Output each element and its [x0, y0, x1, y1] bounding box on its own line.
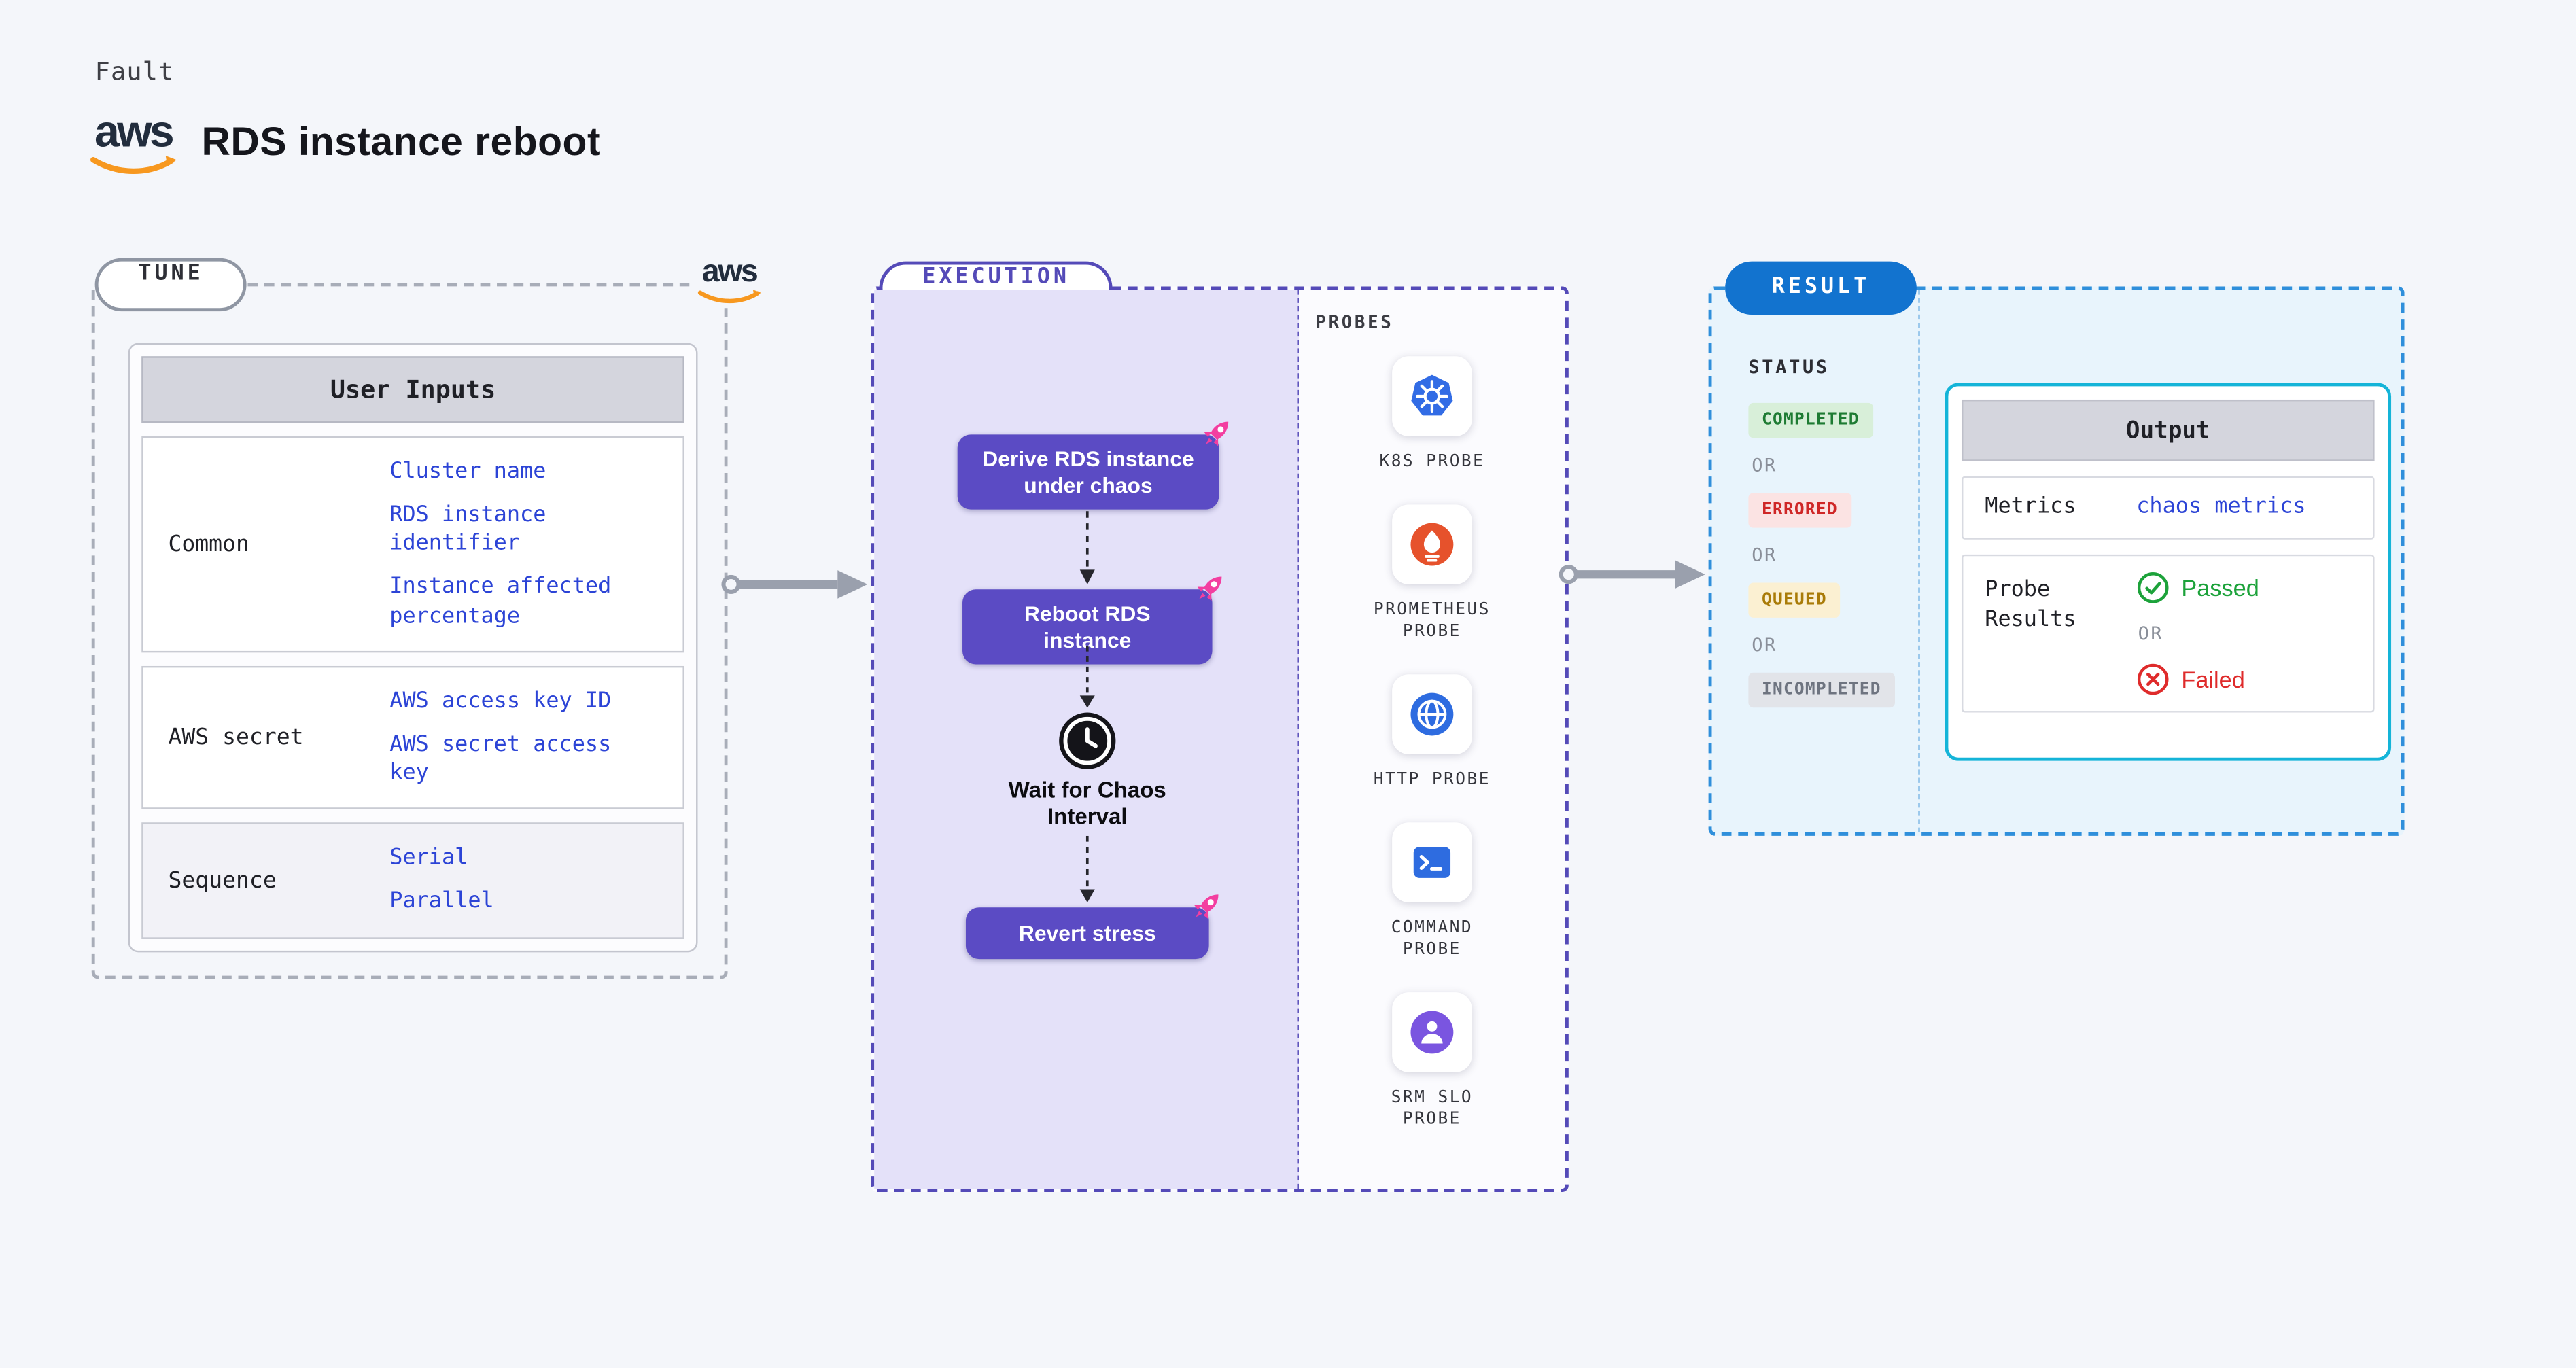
step-label: Derive RDS instance under chaos [982, 446, 1194, 497]
probe-prometheus: PROMETHEUS PROBE [1362, 504, 1502, 642]
tune-pill: TUNE [94, 258, 247, 312]
step-reboot-rds-instance[interactable]: Reboot RDS instance [962, 576, 1222, 665]
probe-card [1392, 992, 1472, 1072]
execution-flow: Derive RDS instance under chaos Reboot [874, 290, 1299, 1189]
result-divider [1918, 290, 1920, 832]
probe-name: SRM SLO PROBE [1391, 1089, 1474, 1129]
page-title: RDS instance reboot [201, 119, 602, 164]
rocket-icon [1194, 894, 1219, 919]
arrow-tune-to-execution [721, 570, 868, 599]
or-separator: OR [2138, 622, 2164, 645]
link-serial[interactable]: Serial [389, 846, 468, 871]
kubernetes-icon [1411, 374, 1453, 416]
fault-kicker: Fault [94, 56, 175, 87]
probe-name: HTTP PROBE [1373, 771, 1491, 790]
step-revert-stress[interactable]: Revert stress [965, 894, 1219, 960]
step-label: Revert stress [1018, 920, 1156, 945]
link-instance-affected-percentage[interactable]: Instance affected percentage [389, 575, 612, 629]
flow-arrow-down [1079, 835, 1095, 903]
output-row-metrics: Metrics chaos metrics [1961, 476, 2375, 540]
check-circle-icon [2137, 572, 2169, 603]
link-cluster-name[interactable]: Cluster name [389, 459, 546, 485]
row-label: AWS secret [168, 724, 304, 751]
tune-panel: TUNE aws User Inputs Common Cluster name… [91, 253, 769, 979]
terminal-icon [1413, 847, 1451, 878]
row-values: AWS access key ID AWS secret access key [389, 667, 656, 808]
aws-logo-text: aws [94, 106, 175, 157]
aws-logo-small: aws [689, 253, 769, 309]
output-box: Output Metrics chaos metrics Probe Resul… [1945, 383, 2392, 761]
wait-for-chaos-interval-label: Wait for Chaos Interval [1008, 777, 1166, 830]
probe-card [1392, 356, 1472, 436]
probe-card [1392, 674, 1472, 754]
status-badge-completed: COMPLETED [1748, 402, 1873, 438]
table-row-sequence: Sequence Serial Parallel [141, 822, 684, 939]
result-panel: RESULT STATUS COMPLETED OR ERRORED OR QU… [1708, 261, 2405, 836]
or-separator: OR [1752, 634, 1777, 656]
probe-results-label: Probe Results [1985, 578, 2076, 632]
result-pill: RESULT [1725, 261, 1917, 315]
aws-logo: aws [90, 106, 177, 175]
clock-icon [1059, 712, 1116, 769]
arrow-execution-to-result [1559, 560, 1705, 589]
probe-name: PROMETHEUS PROBE [1373, 601, 1491, 642]
chaos-metrics-link[interactable]: chaos metrics [2136, 495, 2306, 521]
row-label: Sequence [168, 867, 277, 894]
output-row-probe-results: Probe Results Passed OR [1961, 554, 2375, 713]
step-derive-rds-instance[interactable]: Derive RDS instance under chaos [957, 421, 1229, 510]
probe-name: K8S PROBE [1379, 453, 1485, 472]
probes-section: PROBES [1299, 290, 1565, 1189]
rocket-icon [1204, 421, 1229, 446]
row-label: Common [168, 531, 249, 558]
status-heading: STATUS [1748, 356, 1830, 379]
row-values: Cluster name RDS instance identifier Ins… [389, 438, 656, 650]
status-badge-queued: QUEUED [1748, 582, 1841, 618]
probe-command: COMMAND PROBE [1362, 822, 1502, 960]
link-parallel[interactable]: Parallel [389, 890, 494, 915]
execution-panel: EXECUTION Derive RDS instance under chao… [871, 261, 1569, 1193]
step-label: Reboot RDS instance [1024, 601, 1151, 652]
probe-name: COMMAND PROBE [1391, 919, 1474, 960]
globe-icon [1410, 692, 1454, 736]
failed-label: Failed [2181, 665, 2245, 693]
probe-k8s: K8S PROBE [1380, 356, 1485, 472]
or-separator: OR [1752, 544, 1777, 566]
user-inputs-table: User Inputs Common Cluster name RDS inst… [128, 343, 698, 952]
status-badge-errored: ERRORED [1748, 493, 1851, 528]
probe-result-failed: Failed [2136, 663, 2259, 696]
probe-card [1392, 504, 1472, 584]
table-row-aws-secret: AWS secret AWS access key ID AWS secret … [141, 665, 684, 810]
passed-label: Passed [2181, 574, 2259, 601]
flow-arrow-down [1079, 646, 1095, 708]
probe-result-passed: Passed [2136, 571, 2259, 604]
probe-srm-slo: SRM SLO PROBE [1362, 992, 1502, 1130]
status-badge-incompleted: INCOMPLETED [1748, 672, 1895, 708]
srm-icon [1410, 1011, 1454, 1054]
aws-logo-text-small: aws [701, 254, 759, 290]
rocket-icon [1197, 576, 1222, 601]
row-values: Serial Parallel [389, 824, 656, 936]
page-header: aws RDS instance reboot [90, 106, 602, 175]
prometheus-icon [1410, 523, 1454, 566]
probe-http: HTTP PROBE [1374, 674, 1491, 790]
probes-heading: PROBES [1315, 313, 1394, 333]
table-row-common: Common Cluster name RDS instance identif… [141, 436, 684, 652]
metrics-label: Metrics [1985, 495, 2076, 520]
user-inputs-header: User Inputs [141, 356, 684, 423]
link-aws-secret-access-key[interactable]: AWS secret access key [389, 732, 612, 786]
aws-smile-icon [90, 156, 177, 175]
link-rds-instance-identifier[interactable]: RDS instance identifier [389, 503, 546, 557]
probe-results-values: Passed OR Failed [2136, 571, 2259, 696]
status-column: STATUS COMPLETED OR ERRORED OR QUEUED OR… [1748, 356, 1895, 708]
link-aws-access-key-id[interactable]: AWS access key ID [389, 688, 612, 714]
probe-list: K8S PROBE PROMETHEUS PROBE [1299, 356, 1565, 1130]
or-separator: OR [1752, 454, 1777, 476]
aws-smile-icon-small [697, 290, 761, 304]
x-circle-icon [2137, 663, 2169, 695]
output-header: Output [1961, 399, 2375, 461]
flow-arrow-down [1079, 511, 1095, 584]
probe-card [1392, 822, 1472, 902]
